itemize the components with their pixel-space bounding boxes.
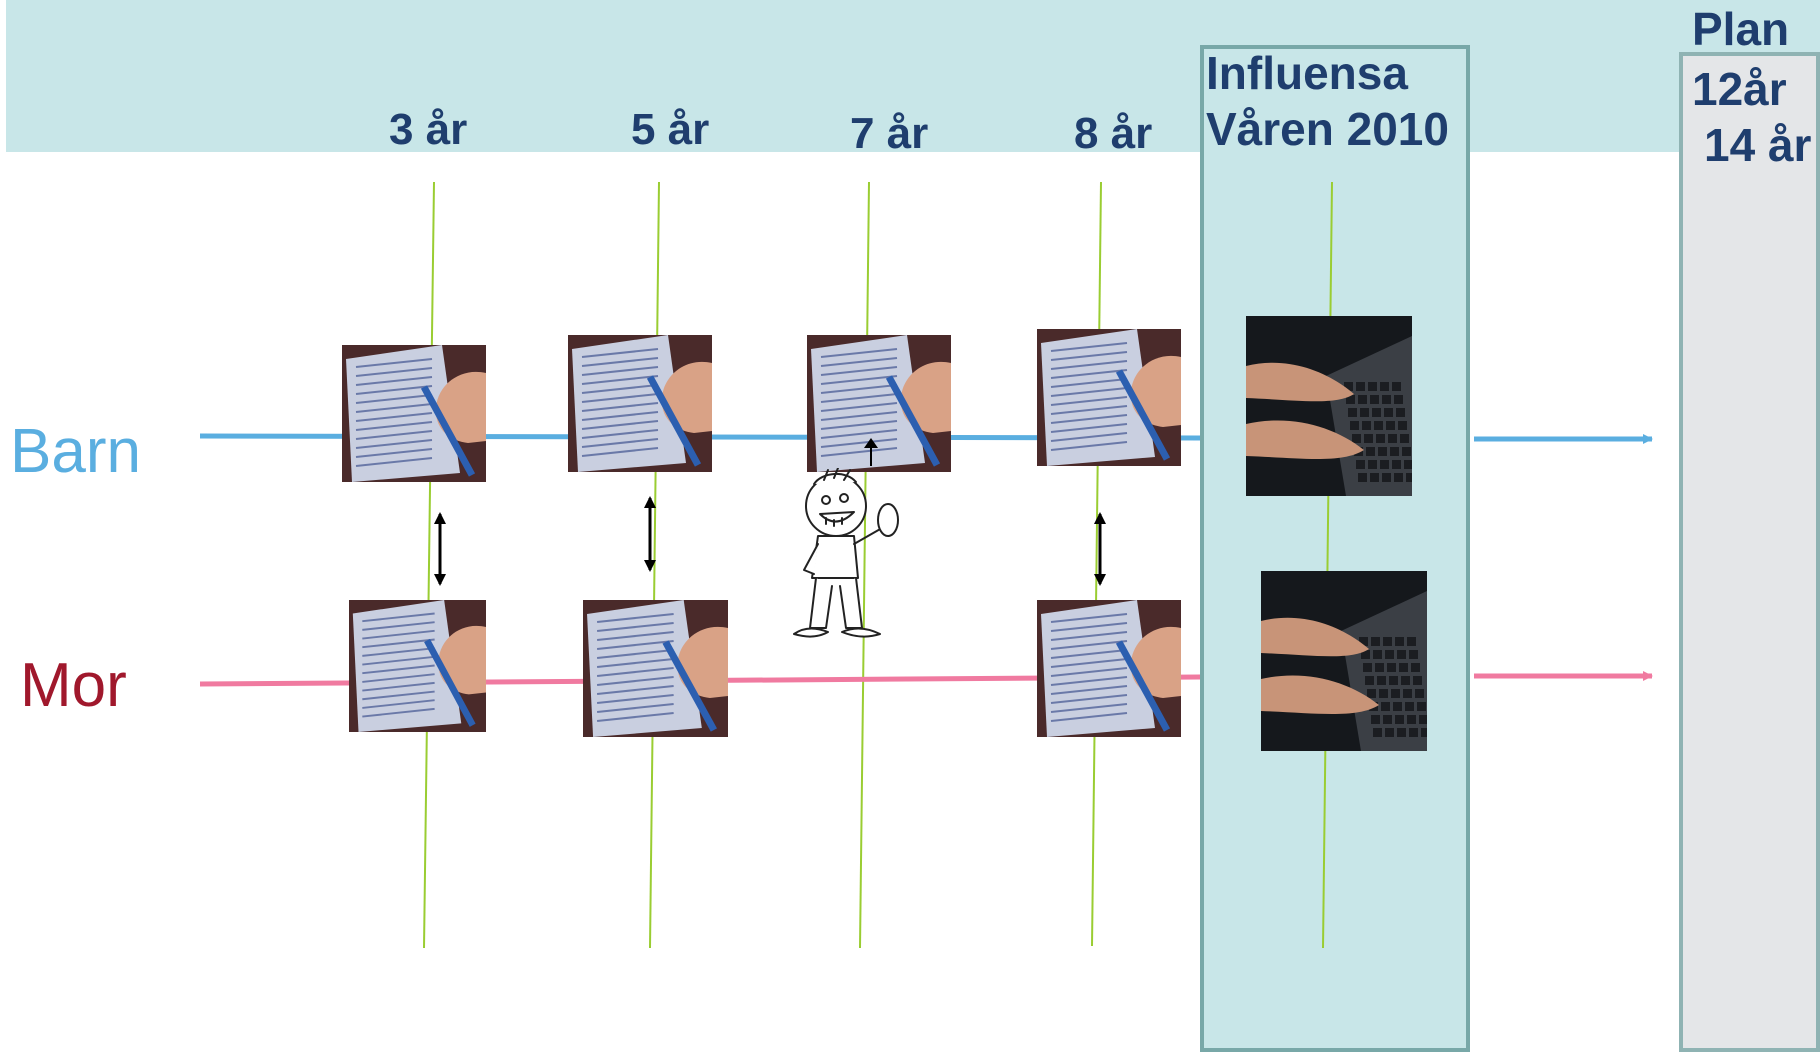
questionnaire-mor-3 xyxy=(349,600,486,732)
plan-title: Plan xyxy=(1692,3,1790,55)
row-label-mor: Mor xyxy=(20,651,127,720)
questionnaire-photo-graphic xyxy=(807,335,951,472)
laptop-typing-barn xyxy=(1246,316,1412,496)
questionnaire-photo-graphic xyxy=(1037,329,1181,466)
age-label-8: 8 år xyxy=(1074,109,1153,158)
header-band xyxy=(6,0,1820,152)
questionnaire-photo-graphic xyxy=(342,345,486,482)
questionnaire-photo-graphic xyxy=(583,600,728,737)
questionnaire-barn-5 xyxy=(568,335,712,472)
influenza-panel xyxy=(1200,45,1470,1052)
age-line-7 xyxy=(859,181,870,949)
questionnaire-photo-graphic xyxy=(349,600,486,732)
questionnaire-barn-3 xyxy=(342,345,486,482)
laptop-typing-photo-graphic xyxy=(1261,571,1427,751)
small-up-arrow xyxy=(864,438,878,466)
plan-age-12: 12år xyxy=(1692,63,1787,115)
questionnaire-barn-7 xyxy=(807,335,951,472)
questionnaire-barn-8 xyxy=(1037,329,1181,466)
plan-panel xyxy=(1679,52,1820,1052)
age-label-3: 3 år xyxy=(389,105,468,154)
questionnaire-photo-graphic xyxy=(1037,600,1181,737)
influenza-subtitle: Våren 2010 xyxy=(1206,103,1449,155)
cartoon-child-figure xyxy=(793,468,899,638)
age-label-5: 5 år xyxy=(631,105,710,154)
row-label-barn: Barn xyxy=(10,417,141,486)
laptop-typing-mor xyxy=(1261,571,1427,751)
questionnaire-photo-graphic xyxy=(568,335,712,472)
influenza-title: Influensa xyxy=(1206,47,1408,99)
plan-age-14: 14 år xyxy=(1704,119,1812,171)
laptop-typing-photo-graphic xyxy=(1246,316,1412,496)
questionnaire-mor-8 xyxy=(1037,600,1181,737)
age-line-2010 xyxy=(1322,181,1333,949)
age-line-3 xyxy=(423,181,435,949)
questionnaire-mor-5 xyxy=(583,600,728,737)
age-label-7: 7 år xyxy=(850,109,929,158)
